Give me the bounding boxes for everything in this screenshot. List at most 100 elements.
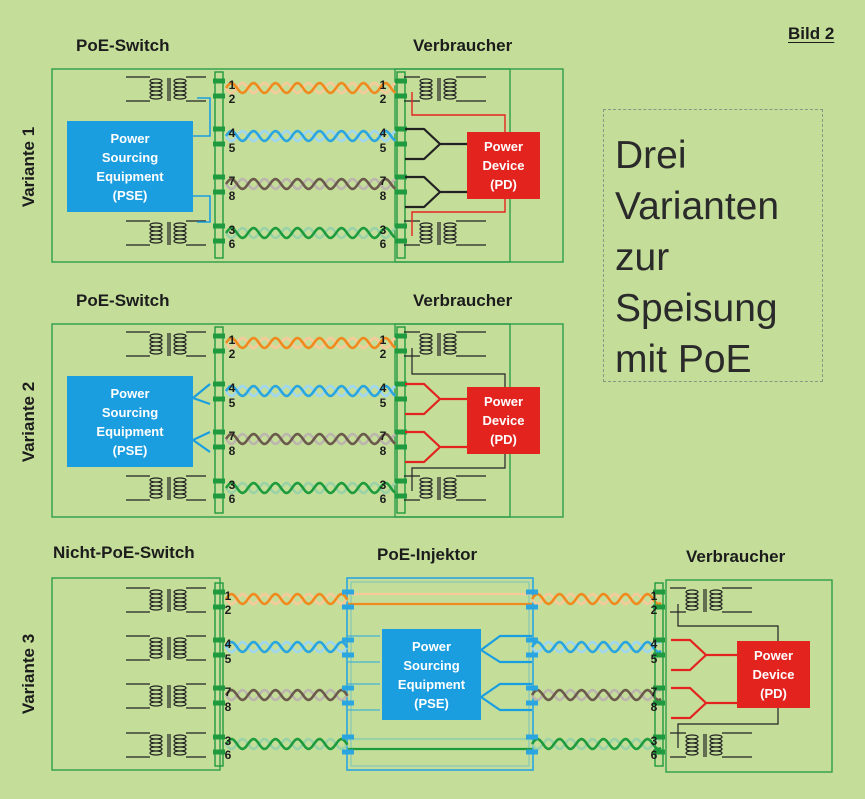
v1-right-pin-b-3: 8 — [379, 189, 387, 203]
v1-pair-3-wire — [224, 177, 397, 191]
injector-pin-1-1b — [342, 604, 354, 610]
v3-right-pin-a-2: 4 — [650, 637, 658, 651]
v3-left-device-label: Nicht-PoE-Switch — [53, 543, 195, 562]
device-transformer-3-coil-b — [443, 333, 457, 355]
connector-5-pin-3b — [213, 700, 225, 706]
switch-transformer-6-leads-out — [186, 732, 206, 758]
v3-left-pin-b-3: 8 — [224, 700, 232, 714]
v3-switch-extra-transformer-1-coil-a — [149, 637, 163, 659]
v3-right-pin-b-1: 2 — [650, 603, 658, 617]
connector-5-pin-4a — [213, 734, 225, 740]
switch-transformer-6-leads-in — [126, 732, 150, 758]
v1-pse-line-2: Sourcing — [101, 149, 159, 165]
figure-label: Bild 2 — [788, 24, 835, 43]
v2-pair-2-wire-light — [224, 384, 397, 398]
v1-right-pin-a-2: 4 — [379, 126, 387, 140]
v2-left-pin-b-3: 8 — [228, 444, 236, 458]
switch-transformer-4-coil-a — [149, 477, 163, 499]
switch-transformer-5-leads-out — [186, 587, 206, 613]
connector-4-pin-4a — [395, 478, 407, 484]
v3-pair-4-device-side-wire — [530, 737, 662, 751]
v1-left-pin-b-1: 2 — [228, 92, 236, 106]
v2-left-pin-a-3: 7 — [228, 429, 236, 443]
v2-left-pin-a-2: 4 — [228, 381, 236, 395]
injector-pin-2-2b — [526, 652, 538, 658]
v2-pair-3-wire-light — [224, 432, 397, 446]
connector-6-pin-1b — [653, 604, 665, 610]
v3-pse-box: Power Sourcing Equipment (PSE) — [382, 629, 481, 720]
switch-transformer-3-coil-b — [173, 333, 187, 355]
v2-right-pin-b-1: 2 — [379, 347, 387, 361]
v2-right-pin-a-1: 1 — [379, 333, 387, 347]
switch-transformer-4-coil-b — [173, 477, 187, 499]
v3-pair-4-switch-side-wire-light — [224, 737, 349, 751]
injector-pin-1-4b — [342, 749, 354, 755]
connector-4-body — [396, 326, 406, 514]
connector-6-pin-2a — [653, 637, 665, 643]
v2-pd-line-3: (PD) — [490, 432, 517, 447]
device-transformer-2-leads-out — [456, 220, 486, 246]
injector-pin-2-3a — [526, 685, 538, 691]
switch-transformer-4-leads-out — [186, 475, 206, 501]
v1-pse-feed-top — [193, 97, 211, 137]
v1-left-pin-b-4: 6 — [228, 237, 236, 251]
connector-3-pin-3b — [213, 444, 225, 450]
v3-pair-1-switch-side-wire — [224, 592, 349, 606]
v3-left-pin-a-4: 3 — [224, 734, 232, 748]
v1-variant-label: Variante 1 — [19, 126, 38, 208]
v3-left-pin-b-1: 2 — [224, 603, 232, 617]
v3-switch-extra-transformer-1-leads-in — [126, 635, 150, 661]
connector-1-pin-1b — [213, 93, 225, 99]
v2-right-pin-a-4: 3 — [379, 478, 387, 492]
v3-pair-1-device-side-wire — [530, 592, 662, 606]
v2-left-device-label: PoE-Switch — [76, 291, 170, 310]
v1-left-pin-b-2: 5 — [228, 141, 236, 155]
connector-1-pin-3a — [213, 174, 225, 180]
v2-right-pin-b-2: 5 — [379, 396, 387, 410]
v3-pair-3-device-side-wire — [530, 688, 662, 702]
v3-pd-return-bottom — [677, 708, 779, 748]
v3-switch-extra-transformer-1-leads-out — [186, 635, 206, 661]
device-transformer-5-coil-b — [709, 589, 723, 611]
v1-pd-return-bottom — [411, 199, 506, 236]
connector-4-pin-3a — [395, 429, 407, 435]
v3-switch-extra-transformer-2-coil-a — [149, 685, 163, 707]
v1-left-pin-a-1: 1 — [228, 78, 236, 92]
injector-pin-2-4b — [526, 749, 538, 755]
v3-pd-return-top — [677, 604, 779, 641]
v2-pd-return-top — [411, 348, 506, 387]
v3-switch-extra-transformer-2-coil-b — [173, 685, 187, 707]
v3-left-pin-a-2: 4 — [224, 637, 232, 651]
v3-injector-frame-inner — [350, 581, 530, 767]
v3-pd-box: Power Device (PD) — [737, 641, 810, 708]
v3-injector-frame-outer — [346, 577, 534, 771]
injector-pin-1-4a — [342, 734, 354, 740]
v2-variant-label: Variante 2 — [19, 381, 38, 463]
v3-left-pin-a-1: 1 — [224, 589, 232, 603]
connector-2-body — [396, 71, 406, 259]
v3-right-pin-b-4: 6 — [650, 748, 658, 762]
injector-pin-1-2b — [342, 652, 354, 658]
connector-3-pin-3a — [213, 429, 225, 435]
switch-transformer-5-coil-b — [173, 589, 187, 611]
v1-pair-2-wire — [224, 129, 397, 143]
v1-pair-3-wire-light — [224, 177, 397, 191]
v3-switch-extra-transformer-1-coil-b — [173, 637, 187, 659]
v3-pse-feed-a — [480, 634, 532, 664]
connector-6-body — [654, 582, 664, 767]
switch-transformer-5-leads-in — [126, 587, 150, 613]
switch-transformer-3-coil-a — [149, 333, 163, 355]
connector-3-pin-1b — [213, 348, 225, 354]
connector-5-body — [214, 582, 224, 767]
connector-2-pin-1b — [395, 93, 407, 99]
device-transformer-6-leads-out — [722, 732, 752, 758]
v2-pse-line-3: Equipment — [96, 423, 164, 439]
connector-5-pin-1a — [213, 589, 225, 595]
v3-right-pin-a-3: 7 — [650, 685, 658, 699]
v2-right-pin-a-3: 7 — [379, 429, 387, 443]
v2-pd-line-1: Power — [483, 394, 523, 409]
connector-5-pin-1b — [213, 604, 225, 610]
v1-right-pin-b-4: 6 — [379, 237, 387, 251]
connector-2-pin-2a — [395, 126, 407, 132]
v2-pse-feed-a — [192, 383, 211, 406]
